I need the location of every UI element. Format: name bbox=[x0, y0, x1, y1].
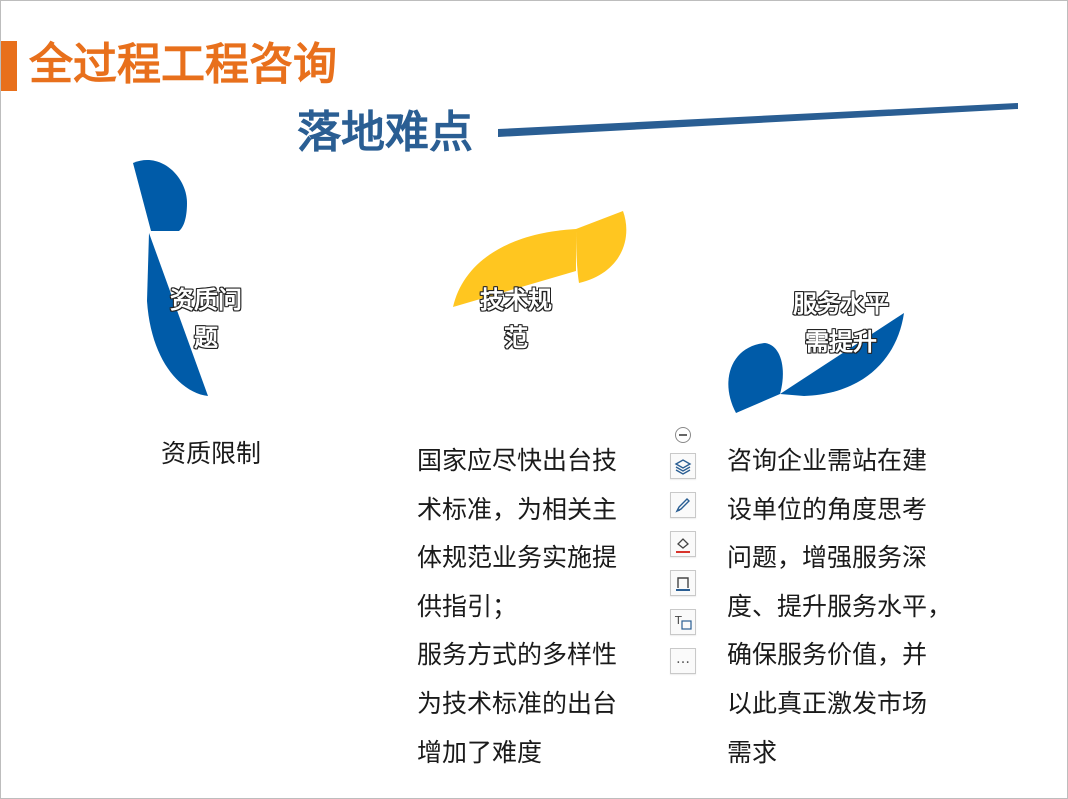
topic-label-service-level: 服务水平 需提升 bbox=[793, 290, 889, 356]
collapse-toolbar-icon[interactable] bbox=[675, 427, 691, 443]
border-button[interactable] bbox=[670, 570, 696, 596]
pen-button[interactable] bbox=[670, 492, 696, 518]
svg-text:T: T bbox=[674, 614, 682, 627]
more-options-button[interactable]: … bbox=[670, 648, 696, 674]
more-icon: … bbox=[676, 651, 690, 667]
layers-icon bbox=[674, 459, 692, 475]
topic-body-service-level[interactable]: 咨询企业需站在建 设单位的角度思考 问题，增强服务深 度、提升服务水平， 确保服… bbox=[727, 446, 953, 767]
pen-icon bbox=[675, 498, 690, 513]
title-accent-bar bbox=[1, 41, 17, 91]
fill-button[interactable] bbox=[670, 531, 696, 557]
border-icon bbox=[676, 577, 690, 591]
topic-label-qualification: 资质问 题 bbox=[170, 286, 242, 352]
text-box-icon: T bbox=[674, 614, 692, 630]
topic-body-qualification[interactable]: 资质限制 bbox=[161, 439, 262, 468]
fill-icon bbox=[676, 538, 690, 553]
text-box-button[interactable]: T bbox=[670, 609, 696, 635]
layers-button[interactable] bbox=[670, 453, 696, 479]
topic-body-technical-standard[interactable]: 国家应尽快出台技 术标准，为相关主 体规范业务实施提 供指引； 服务方式的多样性… bbox=[417, 446, 618, 767]
slide-title[interactable]: 全过程工程咨询 bbox=[29, 39, 337, 90]
topic-label-technical-standard: 技术规 范 bbox=[480, 286, 552, 352]
slide-subtitle[interactable]: 落地难点 bbox=[297, 107, 473, 158]
